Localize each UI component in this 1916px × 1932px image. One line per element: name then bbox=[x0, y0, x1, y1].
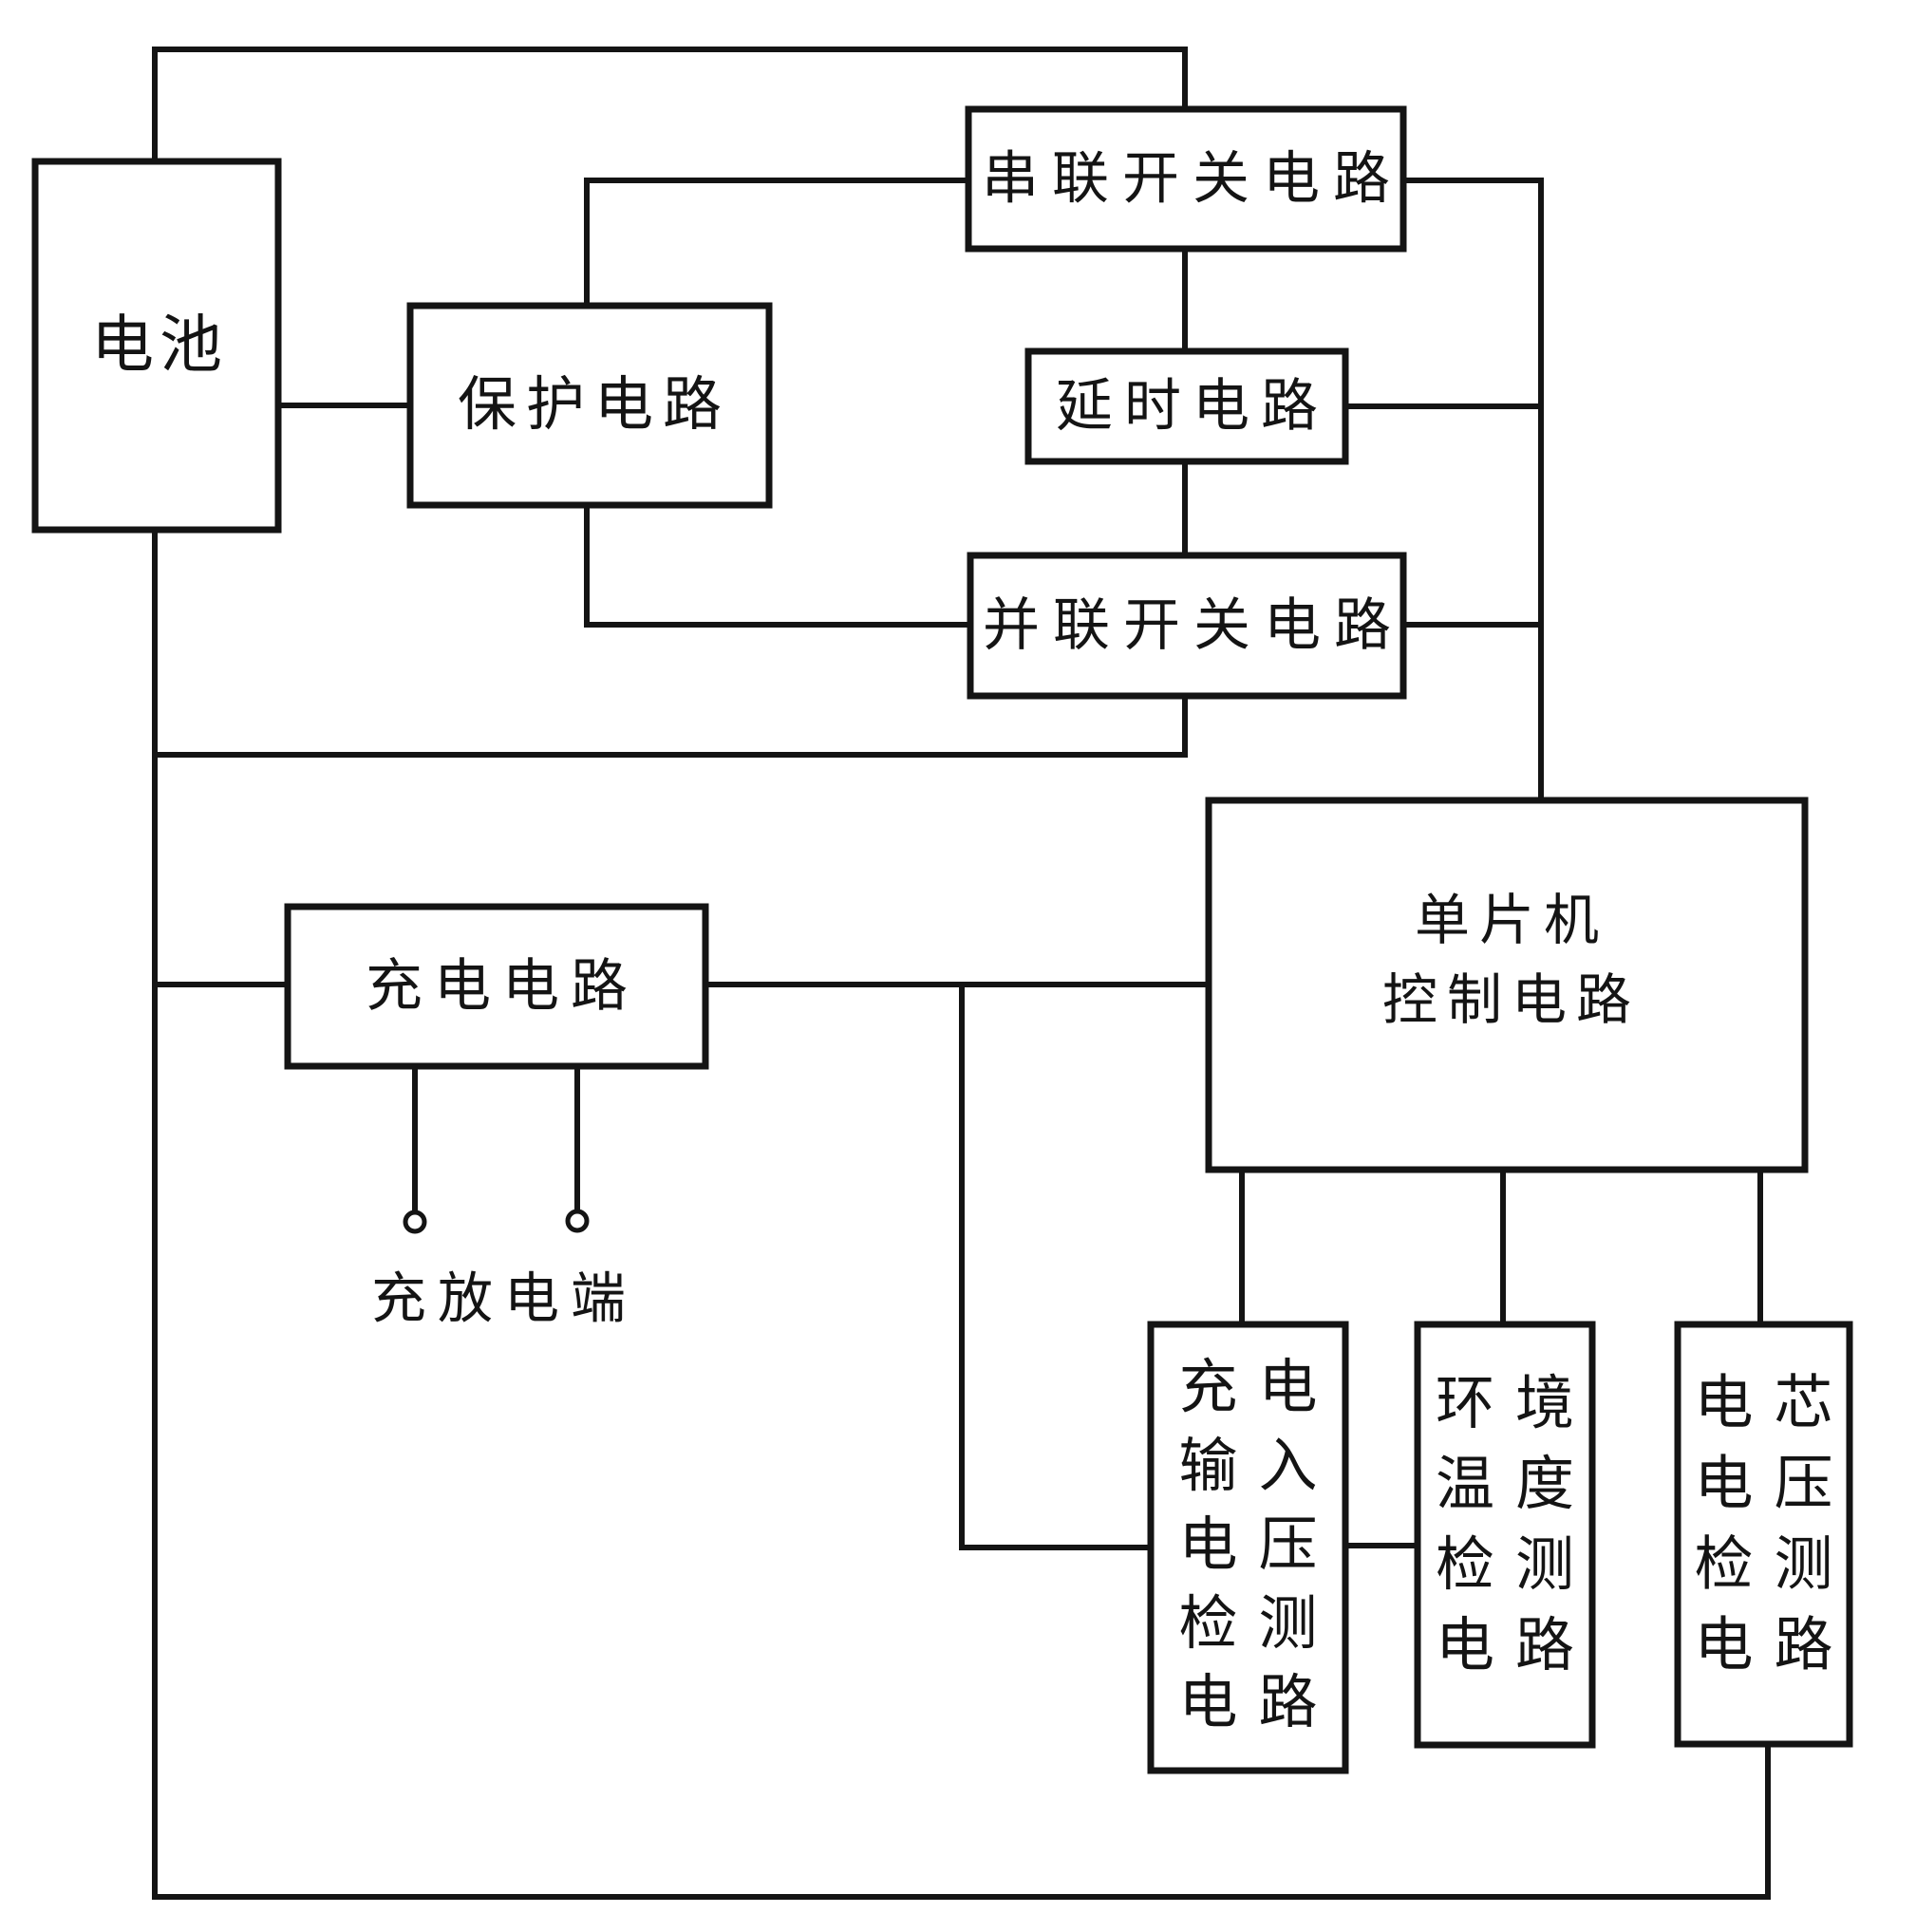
delay-circuit-label: 延时电路 bbox=[1056, 375, 1329, 438]
box-series-switch-circuit bbox=[965, 105, 1407, 253]
ambient-temperature-detect-label: 检测 bbox=[1436, 1533, 1595, 1598]
cell-voltage-detect-label: 电路 bbox=[1694, 1614, 1853, 1679]
charge-input-voltage-detect-label: 电路 bbox=[1178, 1671, 1338, 1735]
mcu-control-circuit-label: 控制电路 bbox=[1382, 969, 1641, 1031]
terminal-circle-1 bbox=[403, 1210, 427, 1234]
box-battery bbox=[31, 158, 282, 534]
cell-voltage-detect-label: 电压 bbox=[1694, 1453, 1853, 1517]
parallel-switch-circuit-label: 并联开关电路 bbox=[983, 594, 1404, 657]
box-protection-circuit bbox=[406, 302, 773, 509]
series-switch-circuit-label: 串联开关电路 bbox=[982, 148, 1403, 211]
protection-circuit-label: 保护电路 bbox=[458, 373, 731, 438]
box-parallel-switch-circuit bbox=[967, 552, 1407, 700]
charge-input-voltage-detect-label: 输入 bbox=[1178, 1435, 1338, 1499]
terminal-circle-2 bbox=[565, 1209, 590, 1233]
ambient-temperature-detect-label: 环境 bbox=[1436, 1372, 1595, 1436]
box-cell-voltage-detect bbox=[1674, 1321, 1853, 1748]
cell-voltage-detect-label: 电芯 bbox=[1694, 1372, 1853, 1436]
charging-circuit-label: 充电电路 bbox=[366, 955, 639, 1018]
box-charging-circuit bbox=[284, 903, 709, 1070]
box-charge-input-voltage-detect bbox=[1147, 1321, 1349, 1774]
battery-label: 电池 bbox=[91, 311, 228, 381]
ambient-temperature-detect-label: 温度 bbox=[1436, 1453, 1595, 1517]
ambient-temperature-detect-label: 电路 bbox=[1436, 1614, 1595, 1679]
charge-input-voltage-detect-label: 检测 bbox=[1178, 1592, 1338, 1657]
charge-input-voltage-detect-label: 电压 bbox=[1178, 1513, 1338, 1578]
cell-voltage-detect-label: 检测 bbox=[1694, 1533, 1853, 1598]
mcu-control-circuit-label: 单片机 bbox=[1415, 890, 1608, 951]
box-mcu-control-circuit bbox=[1205, 797, 1809, 1173]
box-delay-circuit bbox=[1024, 347, 1349, 465]
charge-input-voltage-detect-label: 充电 bbox=[1178, 1356, 1338, 1420]
terminal-label: 充放电端 bbox=[371, 1268, 637, 1330]
box-ambient-temperature-detect bbox=[1414, 1321, 1596, 1749]
